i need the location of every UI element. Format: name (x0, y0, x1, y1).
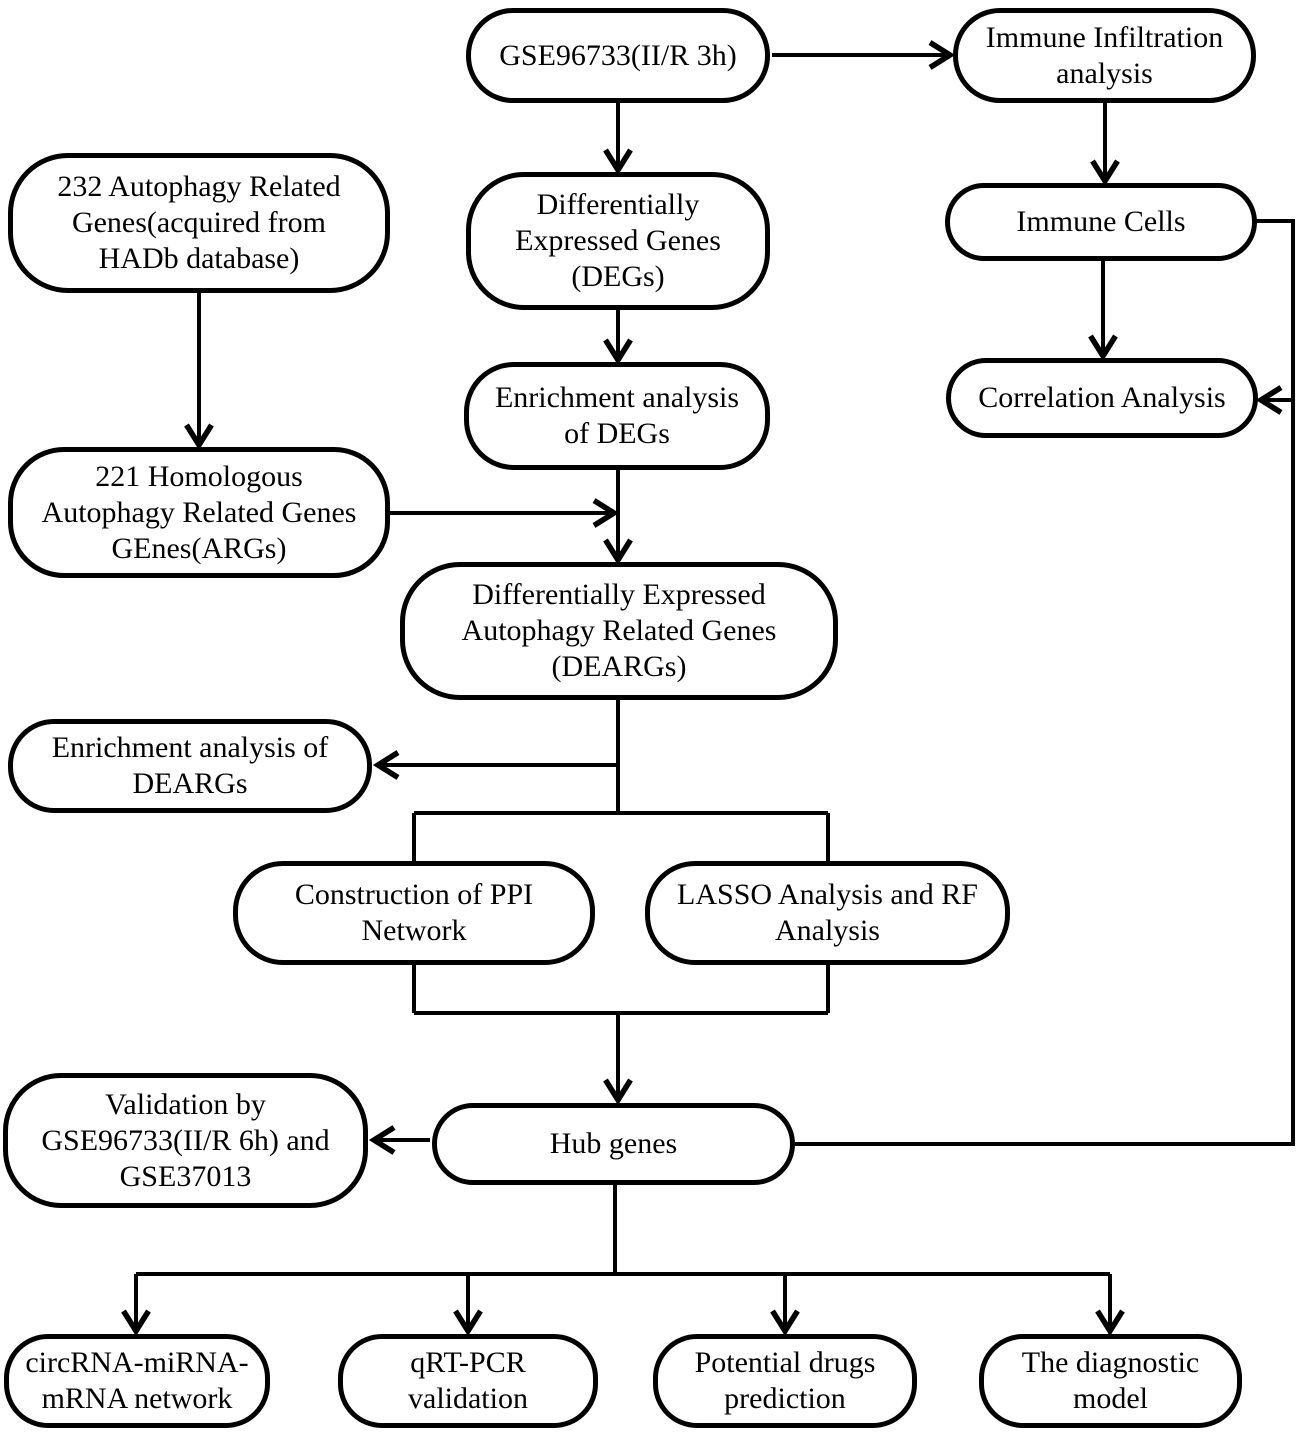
node-enrichment-analysis-of-degs: Enrichment analysis of DEGs (464, 362, 770, 470)
node-deargs: Differentially Expressed Autophagy Relat… (400, 562, 838, 700)
node-validation-datasets: Validation by GSE96733(II/R 6h) and GSE3… (3, 1073, 368, 1208)
edge-right-rail (795, 219, 1295, 1146)
node-the-diagnostic-model: The diagnostic model (979, 1334, 1242, 1428)
node-potential-drugs-prediction: Potential drugs prediction (653, 1334, 917, 1428)
node-221-homologous-args: 221 Homologous Autophagy Related Genes G… (8, 447, 390, 578)
node-immune-infiltration-analysis: Immune Infiltration analysis (953, 8, 1256, 103)
node-gse96733-3h: GSE96733(II/R 3h) (466, 8, 770, 103)
node-hub-genes: Hub genes (432, 1103, 795, 1185)
node-lasso-and-rf-analysis: LASSO Analysis and RF Analysis (645, 861, 1010, 965)
node-circrna-mirna-mrna-network: circRNA-miRNA- mRNA network (4, 1334, 270, 1428)
node-immune-cells: Immune Cells (945, 183, 1257, 261)
node-construction-of-ppi-network: Construction of PPI Network (233, 861, 595, 965)
node-qrt-pcr-validation: qRT-PCR validation (338, 1334, 598, 1428)
node-232-autophagy-related-genes: 232 Autophagy Related Genes(acquired fro… (8, 153, 390, 293)
node-degs: Differentially Expressed Genes (DEGs) (466, 172, 770, 310)
node-enrichment-analysis-of-deargs: Enrichment analysis of DEARGs (8, 719, 372, 813)
node-correlation-analysis: Correlation Analysis (946, 358, 1258, 438)
